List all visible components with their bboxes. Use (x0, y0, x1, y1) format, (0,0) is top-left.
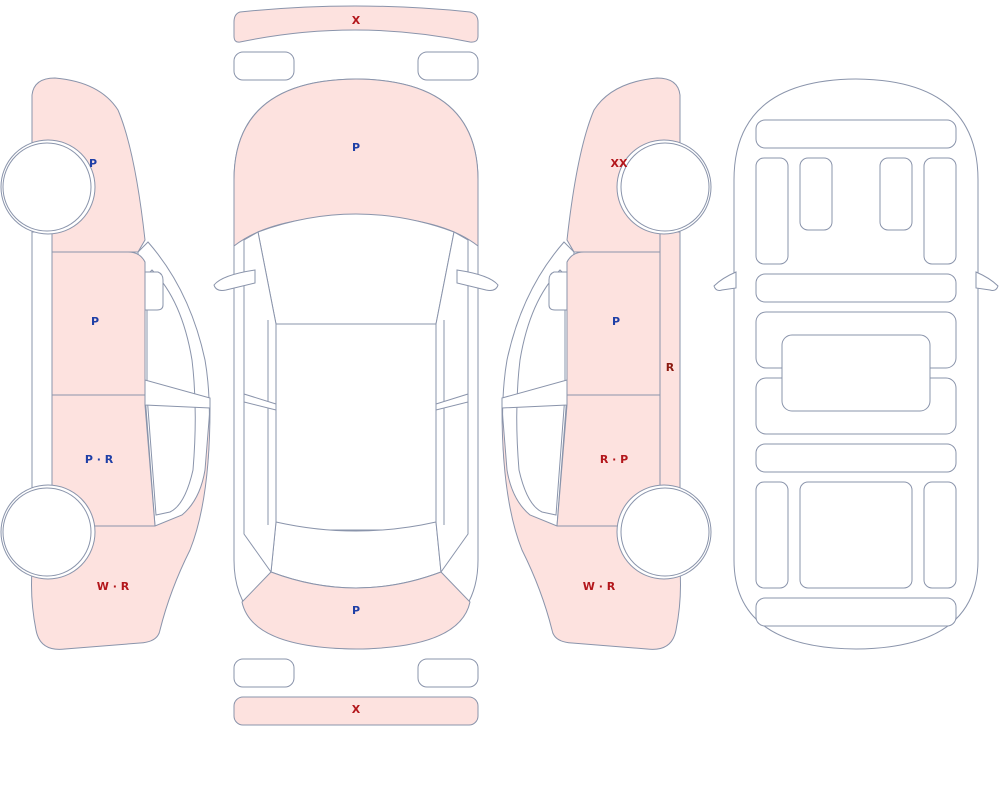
front-floor-bar[interactable] (755, 273, 957, 303)
rear-bumper-label: X (352, 14, 361, 27)
right-quarter-panel[interactable] (501, 407, 681, 650)
left-rear-wheel (0, 484, 96, 580)
left-quarter-panel[interactable] (31, 407, 211, 650)
left-front-fender-label: P (89, 157, 97, 170)
right-rear-wheel (616, 484, 712, 580)
left-front-wheel (0, 139, 96, 235)
left-rocker-panel[interactable] (31, 231, 53, 491)
rear-center-seat[interactable] (799, 481, 913, 589)
front-right-light[interactable] (417, 658, 479, 688)
top-right-mirror[interactable] (456, 269, 499, 291)
front-right-seat-side[interactable] (923, 157, 957, 265)
underbody-left-mirror[interactable] (713, 271, 737, 291)
left-front-door-panel[interactable] (51, 251, 146, 396)
right-mirror[interactable] (548, 271, 568, 311)
cargo-area[interactable] (755, 597, 957, 627)
front-bumper-panel[interactable] (233, 696, 479, 726)
windshield (257, 213, 455, 325)
rear-right-seat-side[interactable] (923, 481, 957, 589)
left-side-view: P P P · R W · R (0, 77, 211, 650)
right-front-door-panel[interactable] (566, 251, 661, 396)
left-rear-door-label: P · R (85, 453, 114, 466)
left-pillar-mark (243, 393, 277, 411)
right-front-fender-label: XX (611, 157, 628, 170)
front-right-seat[interactable] (879, 157, 913, 231)
left-mirror[interactable] (144, 271, 164, 311)
right-rear-door-label: R · P (600, 453, 628, 466)
right-front-wheel (616, 139, 712, 235)
rear-left-light[interactable] (233, 51, 295, 81)
hood-label: P (352, 141, 360, 154)
right-pillar-mark (435, 393, 469, 411)
top-view: X P P X (213, 5, 499, 726)
rear-floor-bar[interactable] (755, 443, 957, 473)
rear-window (270, 521, 442, 589)
front-bumper-label: X (352, 703, 361, 716)
right-quarter-label: W · R (583, 580, 616, 593)
right-front-door-label: P (612, 315, 620, 328)
dashboard-panel[interactable] (755, 119, 957, 149)
rear-right-light[interactable] (417, 51, 479, 81)
top-left-mirror[interactable] (213, 269, 256, 291)
front-left-light[interactable] (233, 658, 295, 688)
front-left-seat[interactable] (799, 157, 833, 231)
underbody-right-mirror[interactable] (975, 271, 999, 291)
right-side-view: XX P R R · P W · R (501, 77, 712, 650)
right-rocker-label: R (666, 361, 675, 374)
front-left-seat-side[interactable] (755, 157, 789, 265)
trunk-panel[interactable] (241, 571, 471, 650)
trunk-label: P (352, 604, 360, 617)
underbody-view (713, 78, 999, 650)
roof-panel[interactable] (275, 323, 437, 531)
rear-left-seat-side[interactable] (755, 481, 789, 589)
left-front-door-label: P (91, 315, 99, 328)
center-console[interactable] (781, 334, 931, 412)
rear-bumper-panel[interactable] (233, 5, 479, 43)
left-quarter-label: W · R (97, 580, 130, 593)
